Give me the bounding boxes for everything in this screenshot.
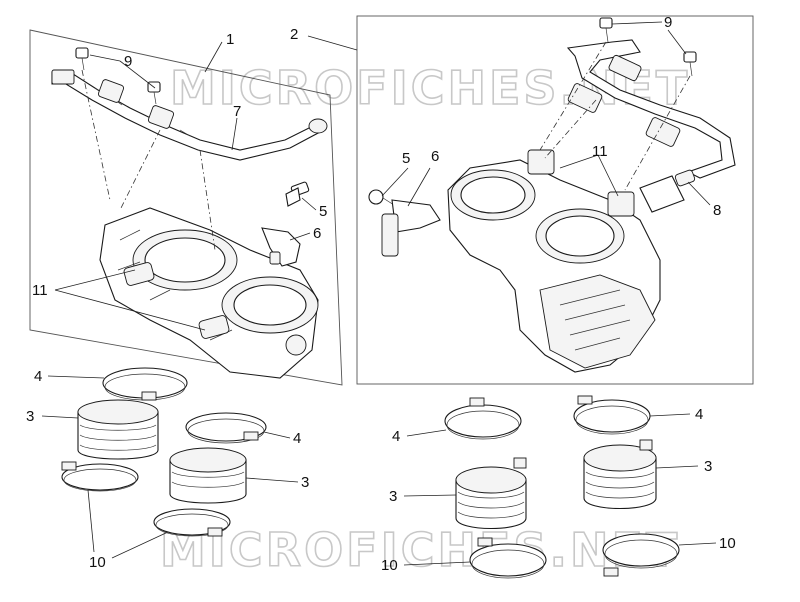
left-clamp-4-upper [102,367,188,401]
callout-4-left-upper: 4 [34,368,42,385]
right-axis-lines [539,41,691,191]
left-screw-5 [285,181,310,207]
callout-7: 7 [233,103,241,120]
right-boot-3-right [583,439,657,510]
callout-3-left-upper: 3 [26,408,34,425]
left-clamp-10-lower [153,508,231,537]
right-clamp-10-left [469,537,547,579]
callout-1: 1 [226,31,234,48]
callout-5-right: 5 [402,150,410,167]
left-assembly-frame [29,29,343,386]
callout-4-right-right: 4 [695,406,703,423]
left-clamp-4-lower [185,412,267,444]
right-throttle-body [447,149,661,373]
callout-11-right: 11 [592,143,608,160]
callout-8: 8 [713,202,721,219]
right-assembly-frame [356,15,754,385]
callout-2: 2 [290,26,298,43]
right-sensor-6 [381,199,441,257]
callout-6-left: 6 [313,225,321,242]
callout-3-right-right: 3 [704,458,712,475]
right-clamp-4-right [573,395,651,435]
callout-9-left: 9 [124,53,132,70]
callout-10-left: 10 [89,554,106,571]
right-clamp-4-left [444,397,522,440]
callout-10-right-left: 10 [381,557,398,574]
callout-3-left-lower: 3 [301,474,309,491]
leader-lines [41,21,717,566]
callout-11-left: 11 [32,282,48,299]
watermark-bottom: MICROFICHES.NET [160,523,680,577]
left-boot-3-upper [77,399,159,460]
left-fuel-rail [51,69,328,161]
left-clamp-10-upper [61,461,139,492]
right-clamp-10-right [602,533,680,577]
right-boot-3-left [455,457,527,530]
right-screw-5 [368,189,395,206]
right-screws-9 [599,17,697,77]
callout-3-right-left: 3 [389,488,397,505]
callout-4-right-left: 4 [392,428,400,445]
left-boot-3-lower [169,447,247,504]
callout-10-right-right: 10 [719,535,736,552]
left-throttle-body [99,207,319,379]
left-sensor-6 [261,227,301,267]
callout-9-right: 9 [664,14,672,31]
callout-4-left-lower: 4 [293,430,301,447]
left-axis-lines [81,69,216,251]
callout-labels: 1 2 9 7 5 6 11 4 3 4 3 10 9 5 6 11 8 4 4… [26,14,736,574]
callout-6-right: 6 [431,148,439,165]
callout-5-left: 5 [319,203,327,220]
